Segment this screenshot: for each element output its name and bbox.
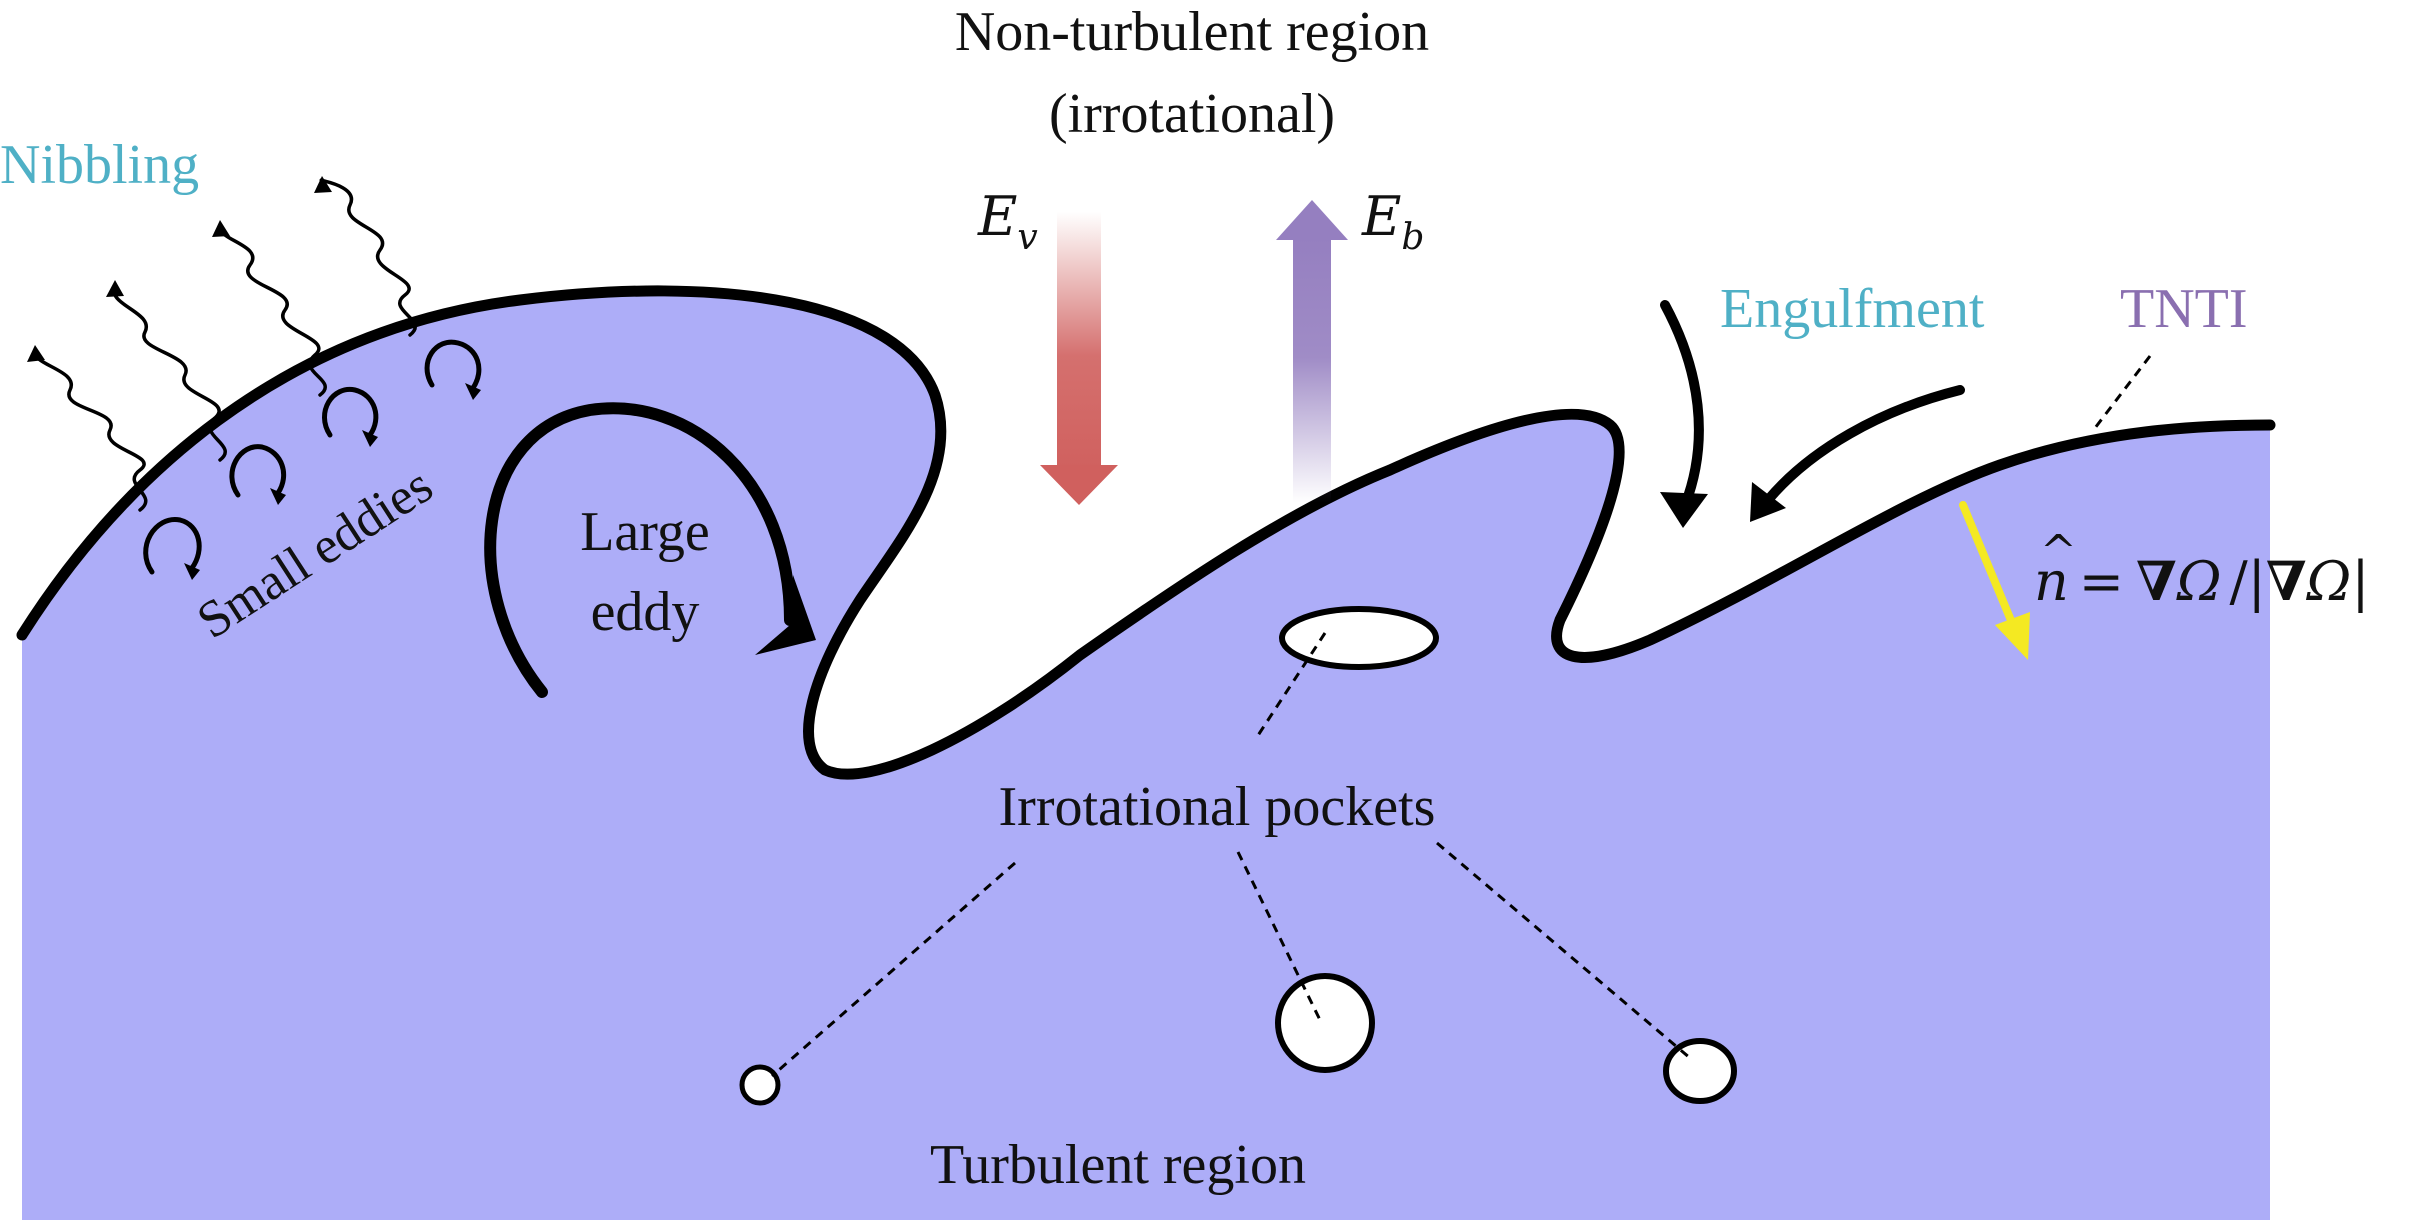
normal-vector-arrow — [1959, 501, 2030, 660]
tnti-interface-line — [16, 285, 2276, 780]
e-v-label: Ev — [977, 185, 1038, 258]
nibbling-arrowheads — [27, 176, 332, 362]
tnti-label: TNTI — [2120, 278, 2248, 340]
engulfment-label: Engulfment — [1720, 278, 1985, 340]
normal-hat: ^ — [2040, 526, 2077, 577]
pocket-ellipse-right — [1663, 1038, 1737, 1104]
small-eddies — [143, 339, 482, 575]
pocket-circle-medium — [1275, 973, 1375, 1073]
non-turbulent-title-line1: Non-turbulent region — [955, 1, 1429, 63]
non-turbulent-title-line2: (irrotational) — [1049, 83, 1335, 145]
pocket-circle-small — [739, 1064, 781, 1106]
turbulent-region — [22, 290, 2270, 1221]
e-v-arrow — [1040, 212, 1118, 505]
large-eddy-label-line2: eddy — [591, 581, 700, 643]
e-b-label: Eb — [1361, 185, 1424, 258]
pocket-leader-lines — [771, 355, 2152, 1078]
pocket-ellipse-large — [1279, 606, 1439, 670]
small-eddy-heads — [184, 383, 481, 580]
nibbling-label: Nibbling — [0, 134, 199, 196]
turbulent-region-label: Turbulent region — [930, 1134, 1306, 1196]
e-b-arrow — [1276, 200, 1348, 503]
normal-formula: n=∇Ω/|∇Ω| — [2034, 549, 2370, 613]
nibbling-wavy-arrows — [33, 178, 417, 512]
irrotational-pockets-label: Irrotational pockets — [999, 776, 1436, 838]
large-eddy-arrow — [484, 402, 816, 698]
large-eddy-label-line1: Large — [580, 501, 710, 563]
engulfment-arrows — [1660, 300, 1965, 528]
